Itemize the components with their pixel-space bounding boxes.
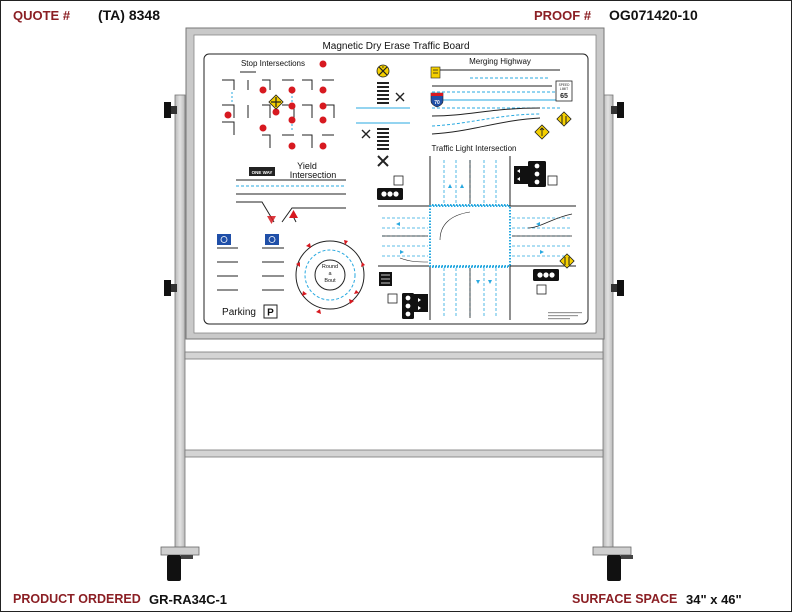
svg-text:R: R	[382, 65, 385, 69]
quote-label: QUOTE #	[13, 8, 71, 23]
svg-text:SPEED: SPEED	[559, 83, 571, 87]
surface-space-label: SURFACE SPACE	[572, 592, 678, 606]
yield-intersection: ONE WAY Yield Intersection	[236, 161, 346, 224]
fine-print	[548, 312, 582, 320]
merging-highway-label: Merging Highway	[469, 57, 531, 66]
parking-sign-icon: P	[267, 308, 274, 319]
traffic-light-label: Traffic Light Intersection	[432, 144, 517, 153]
product-ordered-label: PRODUCT ORDERED	[13, 592, 141, 606]
quote-value: (TA) 8348	[98, 7, 160, 23]
stop-sign-icons	[224, 60, 327, 150]
traffic-light-intersection: Traffic Light Intersection	[378, 144, 576, 320]
interstate-shield-icon: 70	[430, 92, 444, 108]
proof-label: PROOF #	[534, 8, 592, 23]
yield-label-line1: Yield	[297, 161, 317, 171]
svg-text:Bout: Bout	[324, 278, 336, 284]
merging-highway: Merging Highway	[430, 57, 560, 135]
svg-text:a: a	[328, 271, 332, 277]
crossroad-warning-sign-icon	[268, 94, 284, 110]
parking-label: Parking	[222, 307, 256, 318]
svg-text:70: 70	[434, 100, 440, 106]
proof-value: OG071420-10	[609, 7, 698, 23]
roundabout: Round a Bout	[295, 240, 365, 314]
railroad-crossing: R	[356, 64, 410, 167]
parking-lot: Parking P	[217, 234, 284, 319]
board-title: Magnetic Dry Erase Traffic Board	[322, 41, 469, 52]
stop-intersections-label: Stop Intersections	[241, 59, 305, 68]
svg-text:65: 65	[560, 93, 568, 100]
one-way-sign: ONE WAY	[252, 170, 273, 175]
yellow-warning-sign-icon	[559, 253, 575, 269]
stand-frame	[160, 94, 633, 581]
surface-space-value: 34" x 46"	[686, 592, 742, 607]
merge-warning-sign-icon	[534, 111, 572, 140]
yield-label-line2: Intersection	[290, 170, 337, 180]
traffic-light-icons	[377, 161, 559, 319]
product-ordered-value: GR-RA34C-1	[149, 592, 228, 607]
svg-text:Round: Round	[322, 264, 338, 270]
speed-limit-sign-icon: SPEED LIMIT 65	[555, 80, 573, 102]
svg-text:LIMIT: LIMIT	[560, 87, 568, 91]
stop-intersections: Stop Intersections	[222, 59, 335, 148]
